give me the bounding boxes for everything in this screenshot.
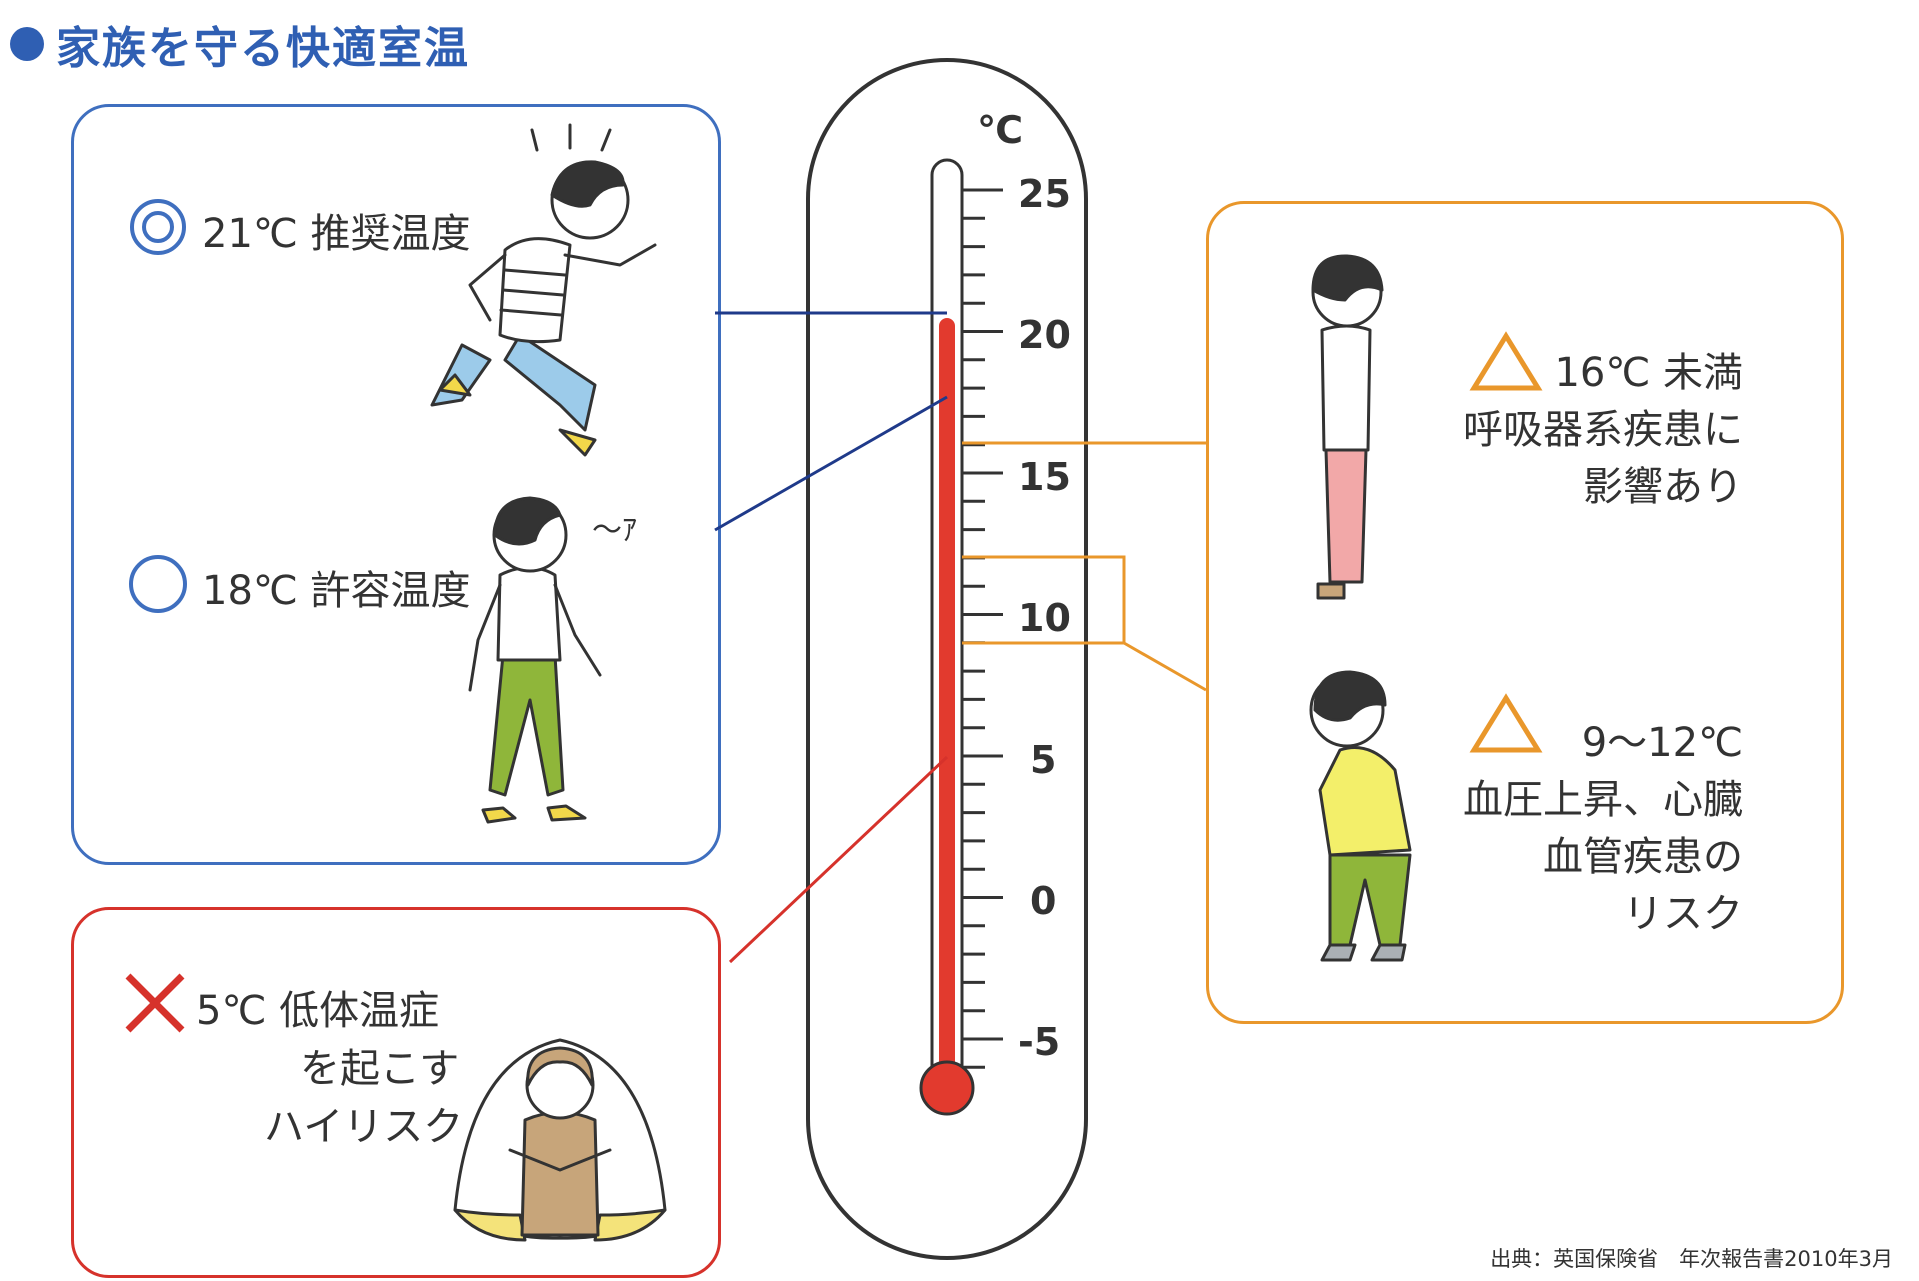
coughing-person-illustration (1309, 670, 1412, 962)
mercury-column (939, 318, 955, 1088)
respiratory-line1: 16℃ 未満 (1554, 350, 1743, 396)
cardio-risk-label: 9〜12℃ 血圧上昇、心臓 血管疾患の リスク (1463, 715, 1743, 943)
thermometer-bulb-fill (928, 1069, 966, 1107)
running-person-illustration (430, 123, 657, 457)
health-risk-box (1206, 201, 1844, 1024)
shivering-person-illustration (453, 1038, 667, 1242)
hypothermia-label-line1: 5℃ 低体温症 (196, 988, 440, 1034)
scale-label-25: 25 (1018, 172, 1071, 216)
walking-person-illustration (468, 496, 602, 824)
connector-5c (728, 755, 949, 964)
unit-label: ℃ (977, 108, 1023, 152)
cardio-line4: リスク (1623, 891, 1743, 937)
hypothermia-label-line2: を起こす (300, 1046, 460, 1092)
recommended-temp-label: 21℃ 推奨温度 (202, 211, 471, 257)
scale-label-10: 10 (1018, 596, 1071, 640)
respiratory-risk-label: 16℃ 未満 呼吸器系疾患に 影響あり (1463, 345, 1743, 516)
source-citation: 出典：英国保険省 年次報告書2010年3月 (1490, 1247, 1893, 1271)
connector-9-12c (962, 555, 1207, 692)
triangle-icon-9-12c (1469, 693, 1543, 753)
connector-18c (714, 395, 948, 532)
circle-icon (129, 555, 187, 613)
scale-label-5: 5 (1030, 738, 1056, 782)
scale-label-0: 0 (1030, 879, 1056, 923)
scale-label-15: 15 (1018, 455, 1071, 499)
respiratory-line3: 影響あり (1583, 464, 1743, 510)
scale-label-20: 20 (1018, 313, 1071, 357)
respiratory-line2: 呼吸器系疾患に (1463, 407, 1743, 453)
double-circle-inner (142, 211, 174, 243)
title-text: 家族を守る快適室温 (56, 23, 470, 74)
scale-label-minus5: -5 (1018, 1020, 1060, 1064)
title-bullet-icon (10, 27, 44, 61)
acceptable-temp-label: 18℃ 許容温度 (202, 568, 471, 614)
triangle-icon-16c (1469, 331, 1543, 391)
sigh-mark: 〜ｱ (592, 513, 637, 548)
cross-icon (125, 973, 185, 1033)
cardio-line1: 9〜12℃ (1581, 720, 1743, 766)
page-title: 家族を守る快適室温 (10, 12, 470, 76)
cardio-line2: 血圧上昇、心臓 (1463, 777, 1743, 823)
double-circle-icon (130, 199, 186, 255)
hypothermia-label-line3: ハイリスク (264, 1104, 464, 1150)
cardio-line3: 血管疾患の (1543, 834, 1743, 880)
standing-person-illustration (1311, 254, 1384, 600)
